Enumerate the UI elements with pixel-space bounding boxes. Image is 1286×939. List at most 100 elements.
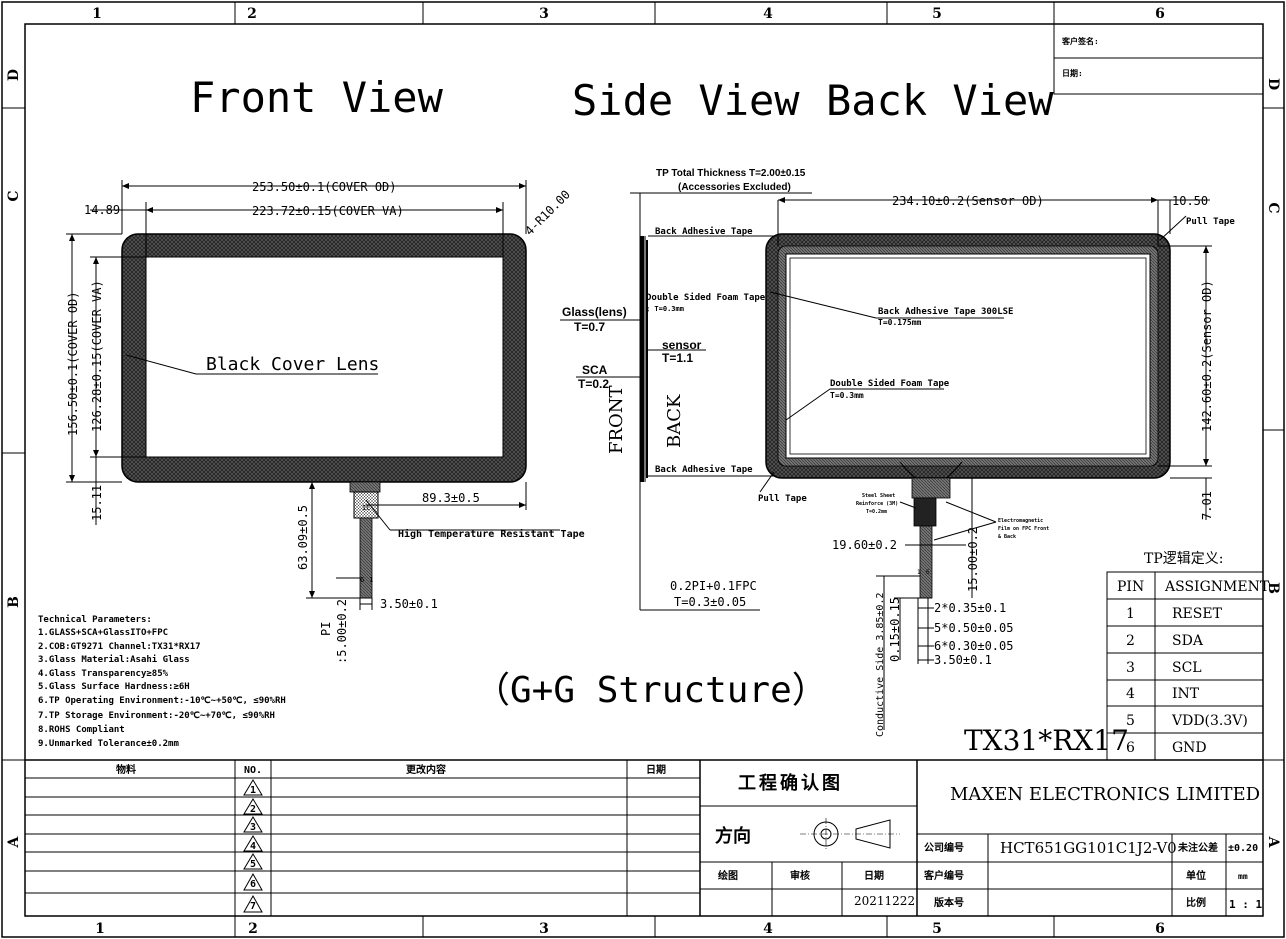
- direction-label: 方向: [715, 825, 751, 847]
- structure-title: （G+G Structure）: [474, 670, 828, 711]
- pin-table-title: TP逻辑定义:: [1144, 551, 1223, 567]
- tech-param-line: 2.COB:GT9271 Channel:TX31*RX17: [38, 642, 201, 652]
- back-fpc-offset: 19.60±0.2: [832, 538, 897, 552]
- col-label: 3: [539, 921, 549, 937]
- dim-pad-a: 2*0.35±0.1: [934, 601, 1006, 615]
- row-label: D: [6, 69, 22, 81]
- column-labels-bottom: 1 2 3 4 5 6: [95, 921, 1165, 937]
- col-label: 6: [1155, 921, 1165, 937]
- sensor-od-height: 142.60±0.2(Sensor OD): [1200, 280, 1214, 432]
- pin-assignment: VDD(3.3V): [1171, 713, 1248, 729]
- row-label: B: [6, 596, 22, 608]
- front-view: 253.50±0.1(COVER OD) 223.72±0.15(COVER V…: [66, 180, 585, 664]
- steel-sheet-label: Steel Sheet: [862, 493, 895, 499]
- foam-label: Double Sided Foam Tape: [830, 378, 950, 389]
- front-side-label: FRONT: [606, 385, 627, 454]
- col-label: 1: [95, 921, 105, 937]
- unit-value: mm: [1238, 872, 1248, 881]
- projection-symbol-icon: [800, 818, 900, 850]
- right-margin: 10.50: [1172, 194, 1208, 208]
- assignment-header: ASSIGNMENT: [1164, 579, 1270, 595]
- rev-number: 3: [250, 822, 256, 833]
- fpc-spec: 0.2PI+0.1FPC: [670, 579, 757, 593]
- foam-tape-label: Double Sided Foam Tape: [646, 292, 766, 303]
- pull-tape-bottom-label: Pull Tape: [758, 494, 807, 504]
- back-fpc-tail: [919, 525, 933, 599]
- cover-va-width: 223.72±0.15(COVER VA): [252, 204, 404, 218]
- col-label: 5: [932, 921, 942, 937]
- conductive-side: Conductive Side 3.85±0.2: [875, 593, 886, 738]
- row-label: C: [6, 190, 22, 201]
- fpc-thickness: T=0.3±0.05: [674, 595, 746, 609]
- scale-value: 1 : 1: [1229, 898, 1262, 911]
- cover-od-height: 156.50±0.1(COVER OD): [66, 292, 80, 437]
- tolerance-value: ±0.20: [1228, 843, 1258, 854]
- dim-015: 0.15±0.15: [888, 597, 902, 662]
- col-label: 4: [763, 921, 773, 937]
- pin-number: 3: [1126, 660, 1135, 676]
- foam-tape-thickness: ; T=0.3mm: [646, 305, 684, 313]
- side-view: TP Total Thickness T=2.00±0.15 (Accessor…: [560, 168, 812, 611]
- tolerance-label: 未注公差: [1177, 841, 1218, 854]
- front-view-title: Front View: [190, 73, 444, 122]
- sensor-od-width: 234.10±0.2(Sensor OD): [892, 194, 1044, 208]
- dim-pad-b: 5*0.50±0.05: [934, 621, 1013, 635]
- glass-lens-label: Glass(lens): [562, 305, 627, 319]
- fpc-width: 3.50±0.1: [380, 597, 438, 611]
- back-view-title: Back View: [826, 76, 1054, 125]
- checked-label: 审核: [790, 869, 810, 882]
- corner-radius: 4-R10.00: [522, 187, 573, 238]
- tech-param-line: 4.Glass Transparency≥85%: [38, 669, 169, 679]
- sca-label: SCA: [582, 363, 608, 377]
- back-tape-top-label: Back Adhesive Tape: [655, 226, 753, 237]
- title-block: 工程确认图 方向 绘图 审核 日期 公司编号 客户编号 版本号 未注公差 单位 …: [700, 760, 1263, 916]
- back-side-label: BACK: [664, 394, 685, 448]
- dim-pad-c: 6*0.30±0.05: [934, 639, 1013, 653]
- viewing-area: [145, 256, 504, 458]
- pi-label: PI: [319, 622, 333, 636]
- emi-label-3: & Back: [998, 534, 1016, 540]
- col-label: 3: [539, 6, 549, 22]
- glass-lens-thickness: T=0.7: [574, 320, 605, 334]
- pin-table: TP逻辑定义: PIN ASSIGNMENT 1 RESET 2 SDA 3 S…: [1106, 551, 1270, 761]
- approval-box: 客户签名: 日期:: [1053, 23, 1264, 95]
- pin-assignment: RESET: [1172, 606, 1223, 622]
- unit-label: 单位: [1186, 869, 1206, 882]
- cover-va-height: 126.28±0.15(COVER VA): [90, 280, 104, 432]
- bottom-margin: 15.11: [90, 485, 104, 521]
- tech-param-line: 5.Glass Surface Hardness:≥6H: [38, 682, 190, 692]
- accessories-note: (Accessories Excluded): [678, 182, 791, 193]
- dim-pad-d: 3.50±0.1: [934, 653, 992, 667]
- rev-number: 5: [250, 859, 256, 870]
- stiffener-label: Reinforce (3M): [856, 501, 898, 507]
- col-label: 6: [1155, 6, 1165, 22]
- rev-header-content: 更改内容: [406, 763, 446, 776]
- tech-param-line: 1.GLASS+SCA+GlassITO+FPC: [38, 628, 168, 638]
- col-label: 2: [247, 6, 257, 22]
- company-name: MAXEN ELECTRONICS LIMITED: [950, 784, 1260, 805]
- pin-assignment: GND: [1172, 740, 1207, 756]
- ic-label: IC: [362, 504, 370, 512]
- back-view: 234.10±0.2(Sensor OD) 10.50 Pull Tape Ba…: [758, 194, 1235, 737]
- fpc-length: 63.09±0.5: [296, 505, 310, 570]
- scale-label: 比例: [1186, 896, 1206, 909]
- date-label: 日期: [864, 869, 884, 882]
- rev-number: 4: [250, 841, 256, 852]
- pin-assignment: SDA: [1172, 633, 1204, 649]
- fpc-tail: [359, 517, 373, 599]
- row-label: A: [1265, 836, 1281, 849]
- side-view-title: Side View: [572, 76, 800, 125]
- pi-value: :5.00±0.2: [335, 599, 349, 664]
- row-label: A: [6, 835, 22, 848]
- rev-header-no: NO.: [244, 765, 262, 776]
- row-labels-left: D C B A: [6, 69, 22, 849]
- cover-od-width: 253.50±0.1(COVER OD): [252, 180, 397, 194]
- back-tape-bottom-label: Back Adhesive Tape: [655, 464, 753, 475]
- pin-number: 5: [1126, 713, 1135, 729]
- left-margin: 14.89: [84, 203, 120, 217]
- row-label: D: [1265, 78, 1281, 90]
- sca-thickness: T=0.2: [578, 377, 609, 391]
- pin-header: PIN: [1117, 579, 1144, 595]
- pin-number: 4: [1126, 686, 1135, 702]
